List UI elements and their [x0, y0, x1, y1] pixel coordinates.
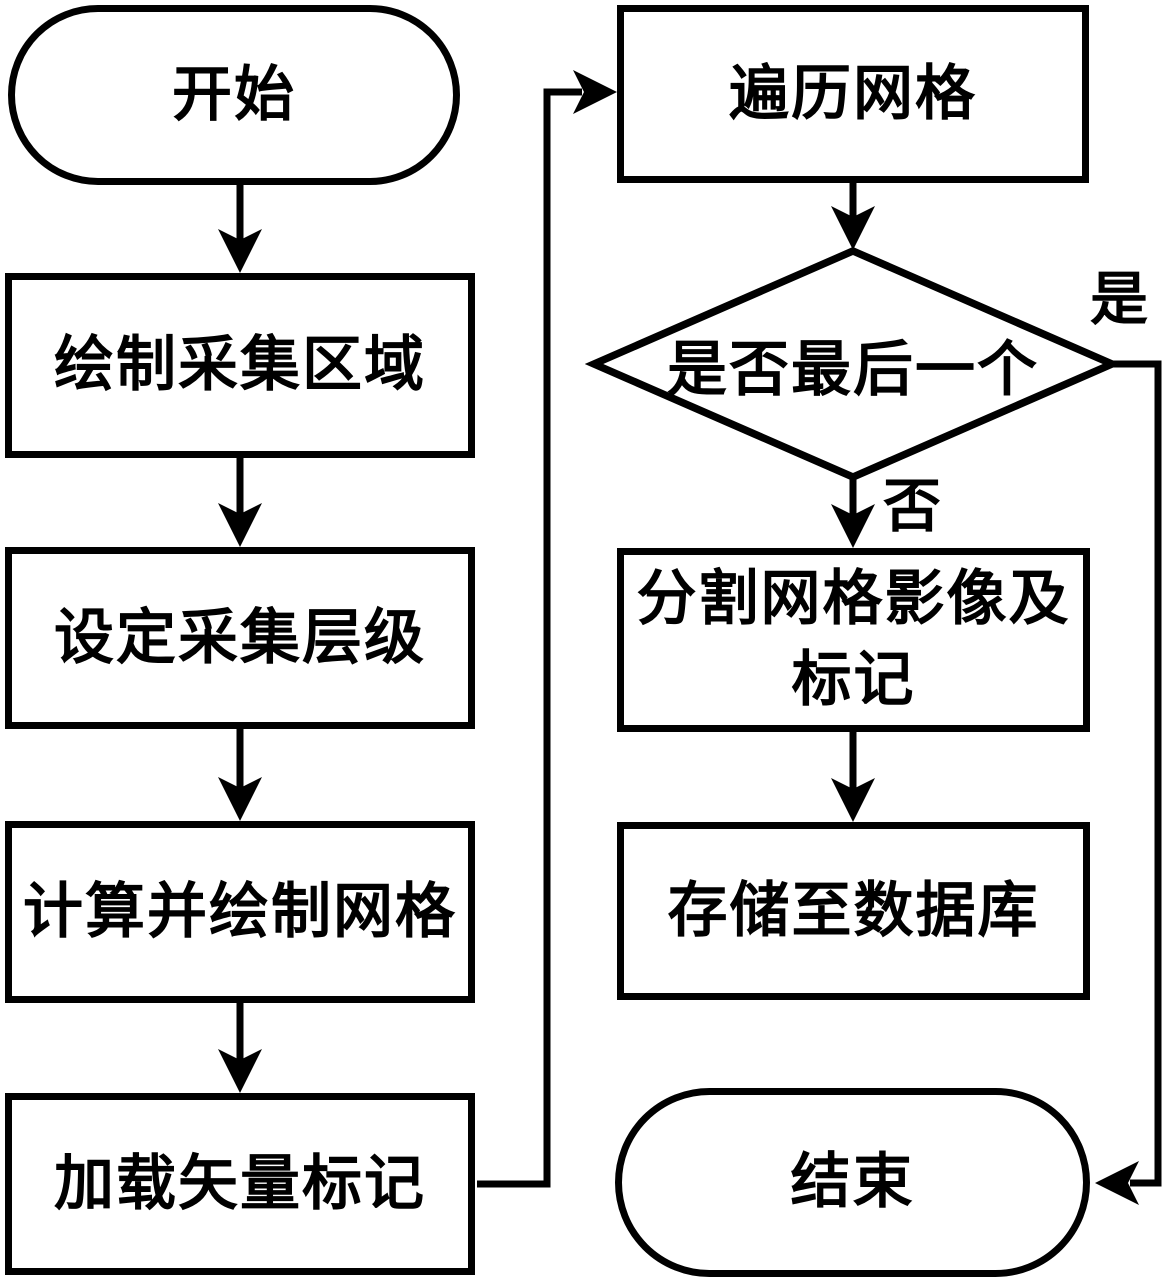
node-compute-grid-label: 计算并绘制网格: [23, 876, 457, 947]
node-end: 结束: [615, 1088, 1090, 1277]
node-traverse: 遍历网格: [617, 5, 1089, 183]
edge-split-image-to-store-db-arrowhead: [831, 778, 875, 822]
node-load-markers: 加载矢量标记: [5, 1093, 475, 1275]
node-split-image-label: 分割网格影像及标记: [636, 564, 1071, 715]
edge-load-markers-to-traverse-arrowhead: [573, 70, 617, 114]
node-draw-area-label: 绘制采集区域: [54, 330, 426, 400]
node-decision-label: 是否最后一个: [667, 334, 1039, 405]
node-set-level-label: 设定采集层级: [54, 602, 426, 673]
node-start: 开始: [8, 5, 460, 185]
node-split-image: 分割网格影像及标记: [617, 548, 1090, 732]
decision-diamond-polygon: [585, 246, 1121, 482]
edge-draw-area-to-set-level-arrowhead: [218, 503, 262, 547]
decision-diamond-shape: [585, 246, 1121, 482]
edge-label-yes: 是: [1090, 265, 1149, 333]
node-start-label: 开始: [172, 59, 296, 130]
edge-start-to-draw-area-arrowhead: [218, 229, 262, 273]
edge-decision-to-end-arrowhead: [1095, 1161, 1139, 1205]
node-store-db: 存储至数据库: [617, 822, 1090, 1000]
edge-compute-grid-to-load-markers-arrowhead: [218, 1049, 262, 1093]
edge-traverse-to-decision-arrowhead: [831, 206, 875, 250]
node-end-label: 结束: [790, 1147, 915, 1217]
node-load-markers-label: 加载矢量标记: [54, 1148, 426, 1219]
edge-load-markers-to-traverse-line: [477, 88, 582, 1188]
node-set-level: 设定采集层级: [5, 547, 475, 729]
node-traverse-label: 遍历网格: [729, 58, 977, 129]
edge-decision-to-split-image-arrowhead: [831, 504, 875, 548]
node-store-db-label: 存储至数据库: [667, 875, 1040, 946]
node-decision: 是否最后一个: [585, 243, 1121, 485]
edge-label-no: 否: [883, 472, 942, 540]
edge-set-level-to-compute-grid-arrowhead: [218, 777, 262, 821]
edge-decision-to-end-line: [1112, 360, 1162, 1187]
node-compute-grid: 计算并绘制网格: [5, 821, 475, 1003]
node-draw-area: 绘制采集区域: [5, 273, 475, 458]
